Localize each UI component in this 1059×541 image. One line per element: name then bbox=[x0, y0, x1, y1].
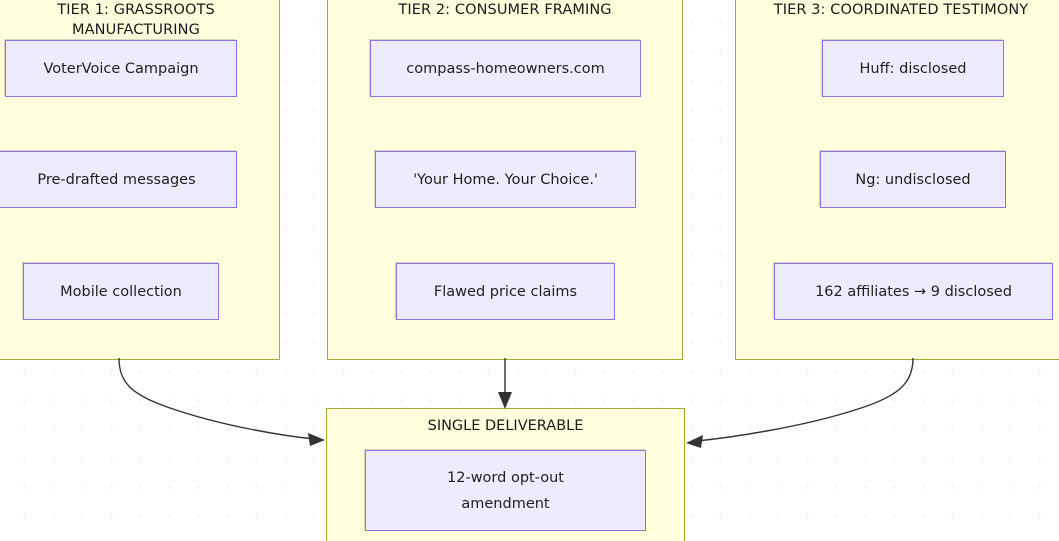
node-pre-drafted-messages[interactable]: Pre-drafted messages bbox=[0, 151, 237, 208]
node-ng-undisclosed[interactable]: Ng: undisclosed bbox=[820, 151, 1006, 208]
edge-tier1-to-deliverable bbox=[118, 357, 315, 440]
edge-tier2-to-deliverable-arrowhead bbox=[498, 392, 512, 409]
edge-tier1-to-deliverable-arrowhead bbox=[308, 433, 325, 446]
node-mobile-collection[interactable]: Mobile collection bbox=[23, 263, 219, 320]
node-huff-disclosed[interactable]: Huff: disclosed bbox=[822, 40, 1004, 97]
cluster-tier-2-title: TIER 2: CONSUMER FRAMING bbox=[398, 2, 612, 18]
node-your-home-your-choice[interactable]: 'Your Home. Your Choice.' bbox=[375, 151, 636, 208]
cluster-single-deliverable-title: SINGLE DELIVERABLE bbox=[427, 418, 584, 434]
node-votervoice-campaign[interactable]: VoterVoice Campaign bbox=[5, 40, 237, 97]
node-12-word-opt-out-amendment-line2: amendment bbox=[461, 495, 550, 512]
node-affiliates-disclosed-ratio[interactable]: 162 affiliates → 9 disclosed bbox=[774, 263, 1053, 320]
edge-tier3-to-deliverable bbox=[696, 357, 914, 442]
node-12-word-opt-out-amendment[interactable]: 12-word opt-out amendment bbox=[365, 450, 646, 531]
cluster-tier-3-title: TIER 3: COORDINATED TESTIMONY bbox=[773, 2, 1029, 18]
node-flawed-price-claims[interactable]: Flawed price claims bbox=[396, 263, 615, 320]
node-compass-homeowners-site[interactable]: compass-homeowners.com bbox=[370, 40, 641, 97]
cluster-tier-1-title: TIER 1: GRASSROOTS MANUFACTURING bbox=[57, 2, 215, 38]
edge-tier3-to-deliverable-arrowhead bbox=[686, 435, 703, 448]
node-12-word-opt-out-amendment-line1: 12-word opt-out bbox=[447, 469, 564, 486]
